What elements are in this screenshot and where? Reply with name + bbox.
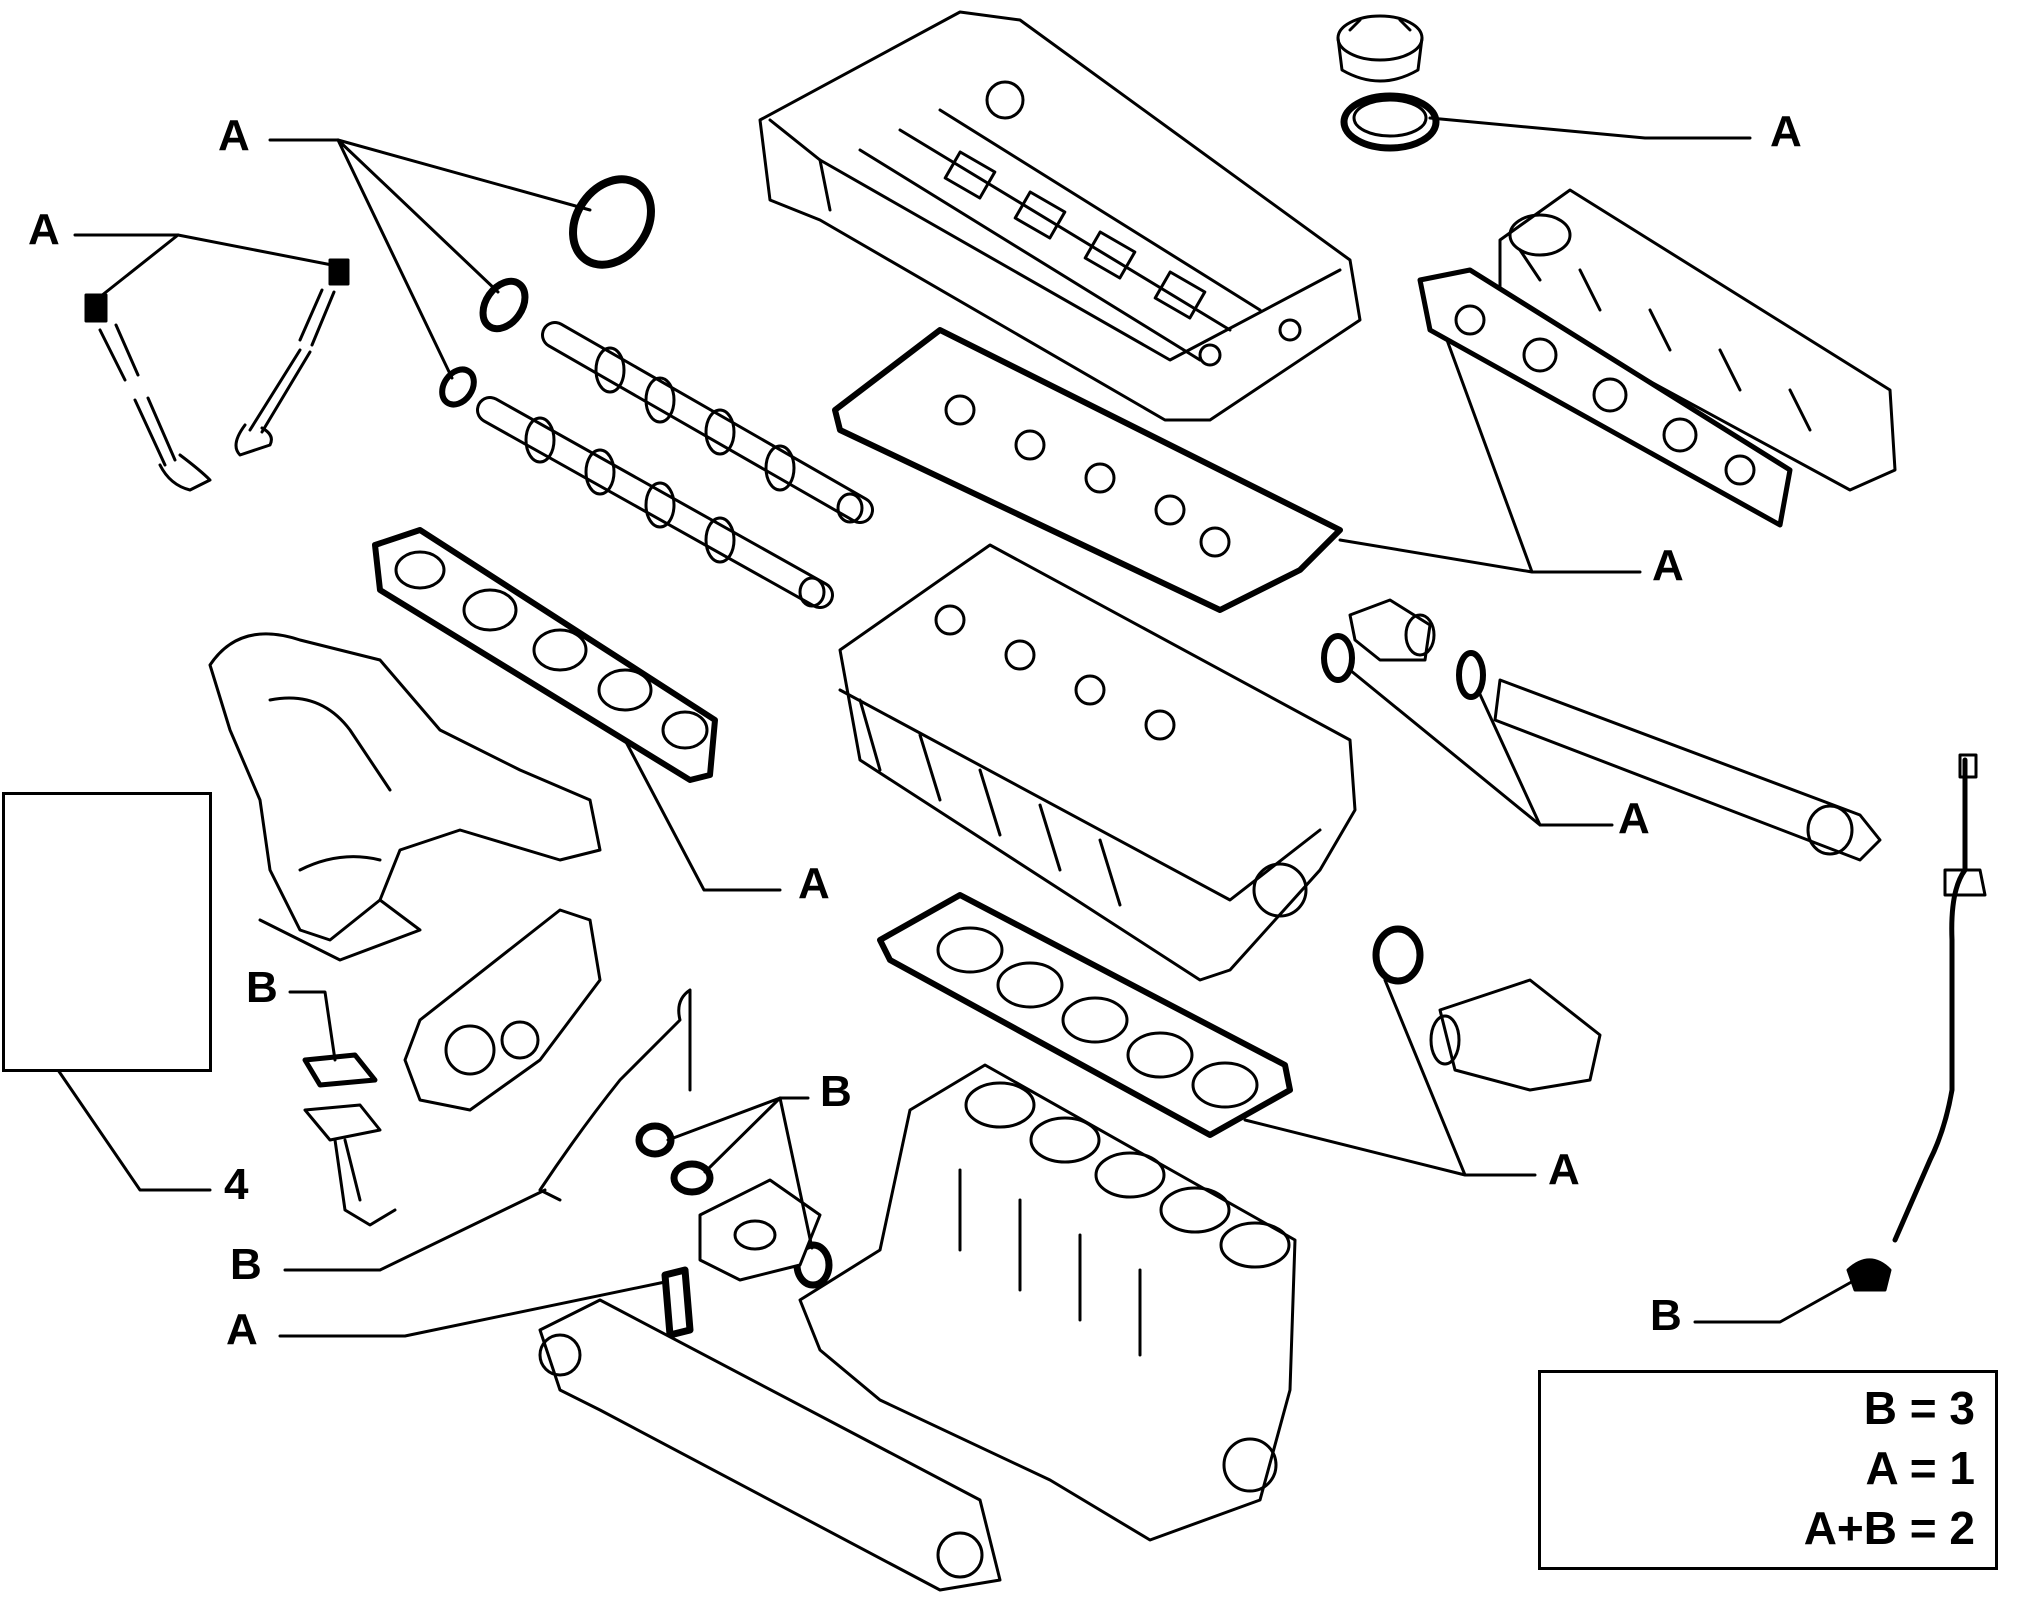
cylinder-head (838, 543, 1357, 982)
camshaft-seal-small (439, 366, 477, 408)
filler-cap-seal-ring (1340, 92, 1440, 152)
intake-camshaft (541, 321, 874, 524)
intake-manifold-gasket (1417, 267, 1793, 528)
oil-pump-pickup (302, 1052, 397, 1227)
coolant-manifold-pipe (538, 1298, 1002, 1592)
callout-b-dipstick-plug: B (1650, 1291, 1682, 1340)
callout-a-head-gasket: A (1548, 1145, 1580, 1194)
legend-line-ab: A+B = 2 (1803, 1502, 1975, 1554)
exhaust-manifold-gasket (372, 527, 718, 783)
callout-a-valve-seals: A (28, 205, 60, 254)
kit-legend: B = 3 A = 1 A+B = 2 (1538, 1370, 1998, 1570)
callout-4-sealant-kit: 4 (224, 1160, 249, 1209)
camshaft-seal-medium (479, 277, 529, 333)
legend-line-b: B = 3 (1863, 1382, 1975, 1434)
oil-cooler (698, 1178, 822, 1282)
thermostat-seal (1372, 925, 1424, 985)
dipstick-plug (1846, 1258, 1892, 1292)
oil-seal-b1 (635, 1122, 675, 1158)
sealant-kit-box (2, 792, 212, 1072)
callout-a-water-pump-gasket: A (226, 1305, 258, 1354)
callout-b-oil-pickup: B (246, 963, 278, 1012)
exhaust-manifold (208, 632, 602, 962)
oil-filler-cap (1336, 14, 1424, 83)
camshaft-seal-large (569, 175, 655, 269)
callout-a-valve-cover-gaskets: A (1652, 541, 1684, 590)
cylinder-head-gasket (877, 892, 1293, 1138)
callout-a-filler-seal: A (1770, 107, 1802, 156)
dipstick-tube (1892, 753, 1987, 1243)
oil-seal-b2 (670, 1160, 714, 1196)
valve-cover (758, 10, 1362, 422)
exhaust-camshaft (476, 396, 834, 609)
callout-a-camshaft-seals: A (218, 111, 250, 160)
callout-b-oil-seals: B (820, 1067, 852, 1116)
coolant-o-ring-1 (1321, 633, 1355, 683)
legend-line-a: A = 1 (1865, 1442, 1975, 1494)
valve-cover-gasket (832, 327, 1343, 613)
callout-b-timing-gasket: B (230, 1240, 262, 1289)
callout-a-coolant-o-rings: A (1618, 794, 1650, 843)
coolant-pipe (1493, 678, 1882, 862)
leader-lines (56, 116, 1857, 1338)
coolant-o-ring-2 (1456, 650, 1486, 700)
valve-stem-seals-and-valves (84, 258, 350, 492)
thermostat-housing (1429, 978, 1602, 1092)
coolant-outlet-housing (1348, 598, 1436, 662)
engine-block (798, 1063, 1297, 1542)
water-pump-gasket (661, 1266, 694, 1339)
timing-cover (403, 908, 602, 1112)
callout-a-exhaust-gasket: A (798, 859, 830, 908)
